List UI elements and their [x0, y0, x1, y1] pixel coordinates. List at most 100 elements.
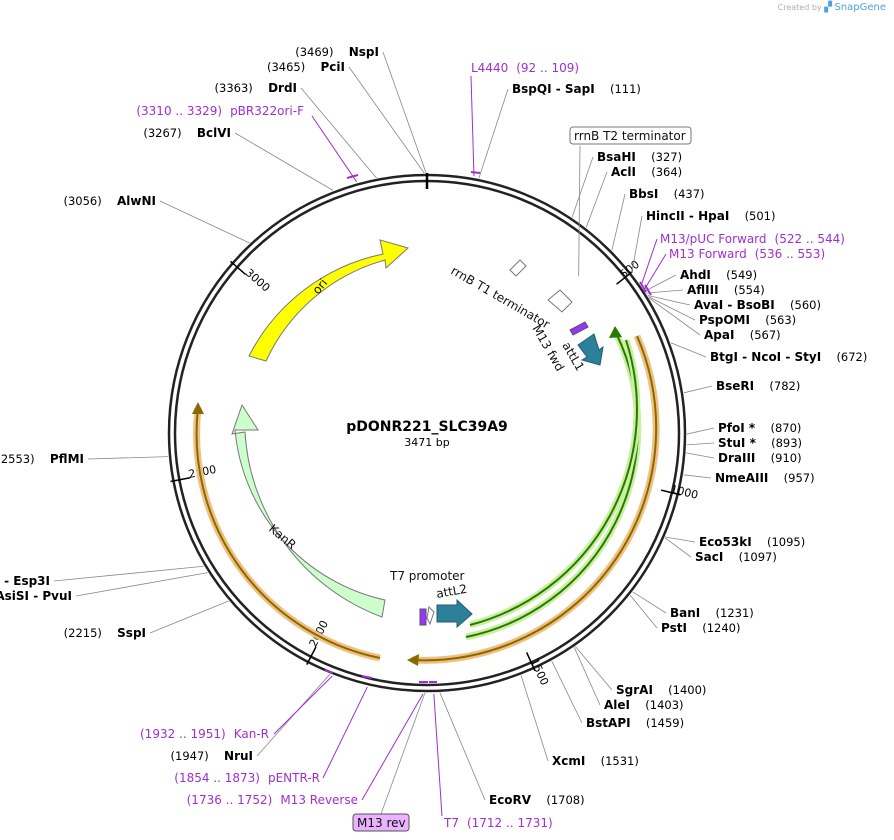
site-name: AclI — [611, 165, 636, 179]
primer-name: Kan-R — [234, 727, 269, 741]
primer-label: (1854 .. 1873) pENTR-R — [174, 771, 320, 785]
site-name: PspOMI — [699, 313, 750, 327]
site-leader-line — [683, 385, 713, 394]
m13-fwd-feature — [569, 321, 589, 336]
primer-name: M13/pUC Forward — [660, 232, 767, 246]
site-position: (549) — [726, 268, 757, 282]
site-leader-line — [585, 171, 608, 228]
primer-name: L4440 — [471, 61, 508, 75]
site-position: (567) — [750, 328, 781, 342]
tick-2500 — [170, 477, 191, 483]
site-leader-line — [647, 295, 691, 306]
orf-inner-arc-core — [469, 339, 638, 626]
rrnb-t2-feature — [509, 259, 527, 277]
rrnb-t1-feature — [547, 289, 573, 313]
site-position: (3056) — [63, 194, 101, 208]
site-name-2: Esp3I — [13, 574, 50, 588]
site-name: XcmI — [552, 754, 585, 768]
site-label: NmeAIII (957) — [715, 467, 815, 486]
site-name: ApaI — [704, 328, 734, 342]
site-name: HincII — [646, 209, 685, 223]
site-label: (3469) NspI — [295, 41, 379, 60]
primer-leader-line — [361, 693, 424, 801]
site-name: BtgI — [710, 350, 738, 364]
plasmid-length: 3471 bp — [404, 436, 449, 449]
site-label: PfoI * (870) — [718, 417, 801, 436]
primer-range: (1736 .. 1752) — [187, 793, 273, 807]
primer-label: L4440(92 .. 109) — [471, 61, 579, 75]
site-name-2: SapI — [565, 82, 595, 96]
site-name: BclVI — [197, 126, 231, 140]
t7-promoter-feature — [426, 605, 435, 626]
site-position: (1531) — [601, 754, 639, 768]
site-position: (560) — [790, 298, 821, 312]
site-position: (364) — [651, 165, 682, 179]
primer-name: M13 Forward — [669, 247, 747, 261]
site-position: (554) — [734, 283, 765, 297]
site-sep: - — [0, 574, 13, 588]
site-name: BbsI — [629, 187, 658, 201]
site-leader-line — [683, 474, 712, 479]
site-leader-line — [439, 692, 486, 801]
feature-leader-line — [578, 145, 581, 277]
site-position: (501) — [745, 209, 776, 223]
site-sep: - — [552, 82, 565, 96]
site-leader-line — [575, 646, 613, 691]
site-position: (1459) — [646, 716, 684, 730]
site-position: (893) — [771, 436, 802, 450]
site-name: PfoI * — [718, 421, 756, 435]
site-position: (3267) — [143, 126, 181, 140]
orf-outer-arrowhead — [407, 654, 419, 666]
site-name: AvaI — [694, 298, 723, 312]
rrnb-t1-label: rrnB T1 terminator — [449, 263, 553, 331]
site-label: (2553) PflMI — [0, 448, 84, 467]
primer-label: (3310 .. 3329)pBR322ori-F — [136, 104, 304, 118]
site-name: SacI — [695, 550, 723, 564]
primer-range: (522 .. 544) — [775, 232, 845, 246]
primer-leader-line — [322, 686, 368, 779]
orf-middle-arrowhead — [609, 326, 622, 338]
site-name: SgrAI — [616, 683, 653, 697]
snapgene-credit: Created by ▞ SnapGene — [778, 2, 886, 13]
orf-middle-arc-core — [465, 332, 639, 638]
snapgene-logo-icon: ▞ — [824, 2, 832, 13]
site-position: (327) — [651, 150, 682, 164]
site-label: EcoRV (1708) — [489, 789, 585, 808]
site-label: BbsI (437) — [629, 183, 705, 202]
site-label: SgrAI (1400) — [616, 679, 706, 698]
tick-2000 — [306, 646, 317, 665]
site-label: BanI (1231) — [670, 602, 754, 621]
site-leader-line — [629, 594, 658, 629]
site-position: (1403) — [645, 698, 683, 712]
site-name: SspI — [117, 626, 146, 640]
primer-marks — [324, 171, 652, 683]
site-position: (563) — [765, 313, 796, 327]
primer-name: M13 Reverse — [280, 793, 358, 807]
site-position: (1097) — [739, 550, 777, 564]
site-name: AleI — [604, 698, 630, 712]
site-label: (2306) BsmBI - Esp3I — [0, 570, 50, 589]
primer-leader-line — [641, 238, 658, 285]
site-label: HincII - HpaI (501) — [646, 205, 776, 224]
site-name: DraIII — [718, 451, 755, 465]
attl2-label: attL2 — [435, 582, 468, 601]
site-label: StuI * (893) — [718, 432, 802, 451]
site-label: ApaI (567) — [704, 324, 781, 343]
primer-leader-line — [273, 675, 333, 735]
site-label: PspOMI (563) — [699, 309, 796, 328]
site-name: EcoRV — [489, 793, 532, 807]
rrnb-t2-label-box — [569, 126, 692, 145]
site-leader-line — [686, 452, 715, 459]
primer-name: pENTR-R — [268, 771, 320, 785]
site-leader-line — [670, 342, 707, 358]
site-label: AleI (1403) — [604, 694, 684, 713]
rrnb-t2-label: rrnB T2 terminator — [574, 129, 686, 143]
site-name: AflIII — [687, 283, 719, 297]
primer-name: pBR322ori-F — [230, 104, 304, 118]
site-leader-line — [478, 88, 509, 179]
site-leader-line — [665, 536, 696, 543]
site-leader-line — [159, 200, 250, 244]
primer-range: (1854 .. 1873) — [174, 771, 260, 785]
primer-leader-line — [433, 693, 443, 817]
site-label: AclI (364) — [611, 161, 682, 180]
